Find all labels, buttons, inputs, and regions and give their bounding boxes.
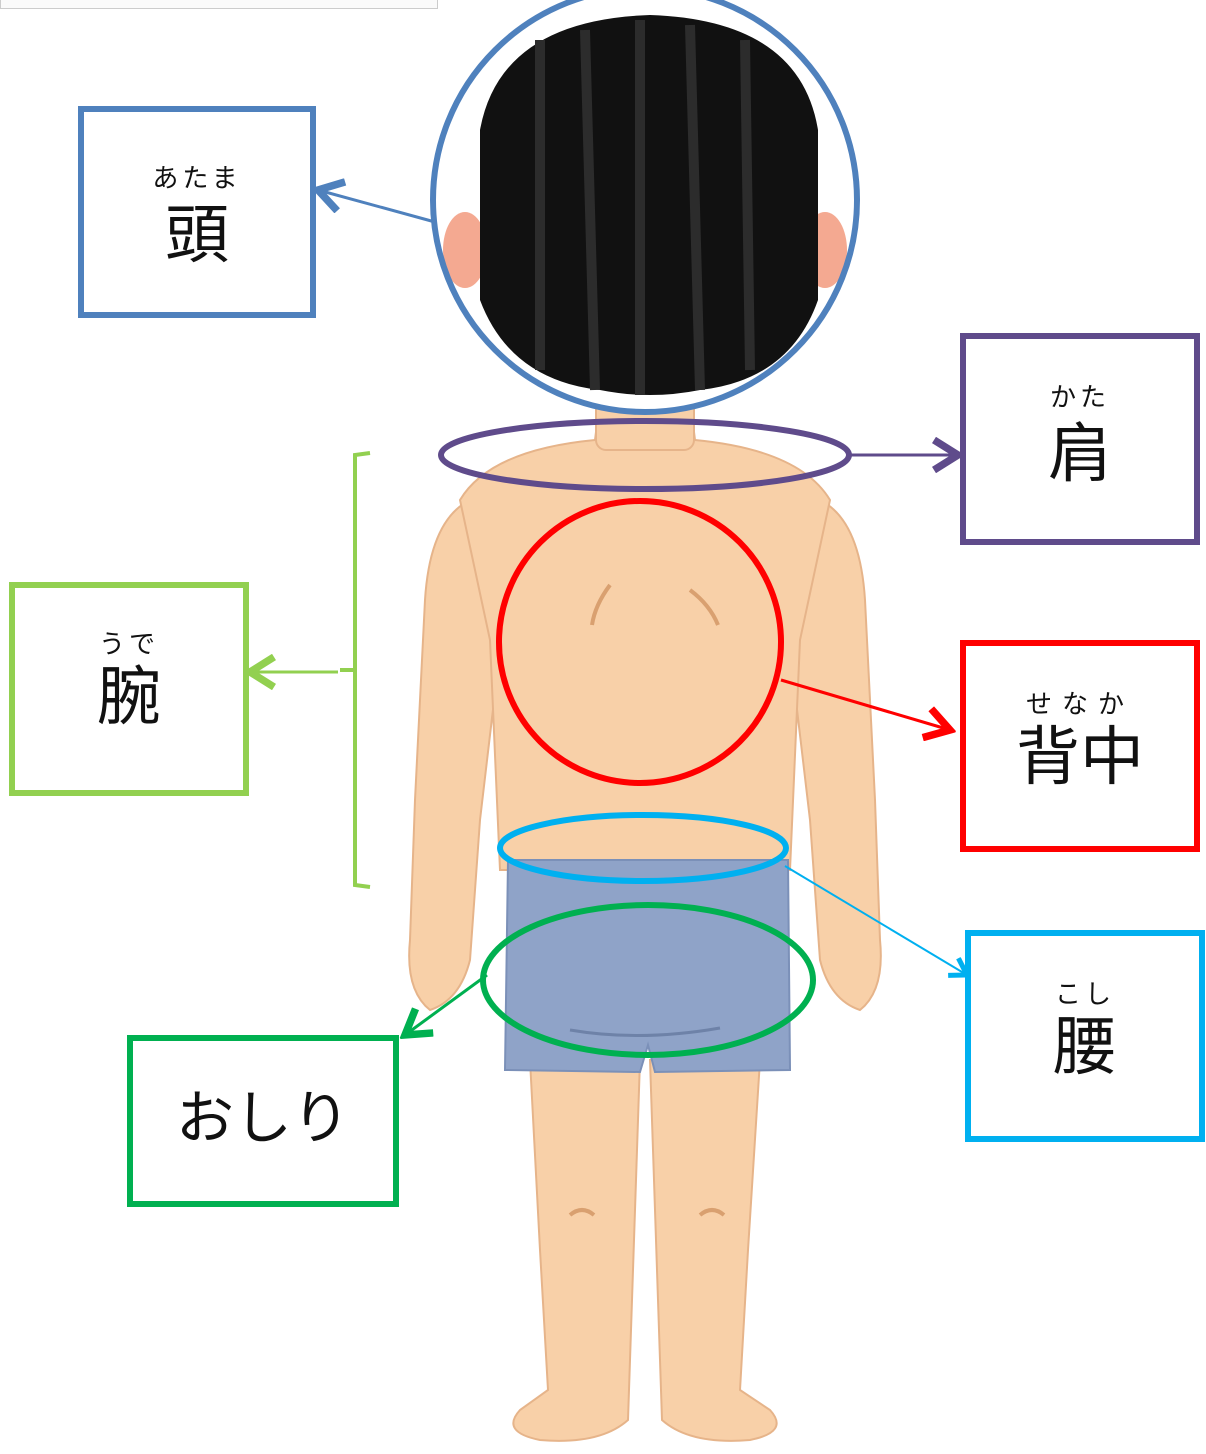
arm-bracket	[340, 451, 371, 889]
waist-arrow	[784, 865, 967, 975]
head-label-box: あたま 頭	[78, 106, 316, 318]
head-arrow	[318, 190, 436, 224]
head-highlight-circle	[430, 0, 860, 415]
top-tab	[0, 0, 438, 9]
waist-label: 腰	[1053, 1011, 1117, 1085]
right-arm	[788, 498, 882, 1012]
buttocks-label: おしり	[175, 1084, 350, 1152]
back-label: 背中	[1016, 721, 1144, 795]
torso	[458, 399, 832, 871]
left-leg	[512, 1059, 642, 1442]
arm-reading: うで	[98, 630, 159, 660]
head-label: 頭	[165, 199, 229, 273]
buttocks-arrow	[405, 973, 488, 1035]
waist-highlight-ellipse	[497, 812, 789, 884]
back-reading: せなか	[1025, 690, 1134, 720]
back-arrow	[780, 678, 950, 730]
buttocks-highlight-ellipse	[480, 902, 816, 1058]
arm-label: 腕	[97, 661, 161, 735]
head-hair	[433, 0, 857, 412]
arm-label-box: うで 腕	[9, 582, 249, 796]
shoulder-label-box: かた 肩	[960, 333, 1200, 545]
right-leg	[648, 1059, 778, 1442]
shoulder-reading: かた	[1049, 383, 1110, 413]
back-highlight-circle	[496, 498, 784, 786]
waist-reading: こし	[1054, 980, 1115, 1010]
shoulder-label: 肩	[1048, 418, 1112, 492]
buttocks-label-box: おしり	[127, 1035, 399, 1207]
back-label-box: せなか 背中	[960, 640, 1200, 852]
left-arm	[408, 498, 502, 1012]
waist-label-box: こし 腰	[965, 930, 1205, 1142]
head-reading: あたま	[152, 164, 242, 194]
